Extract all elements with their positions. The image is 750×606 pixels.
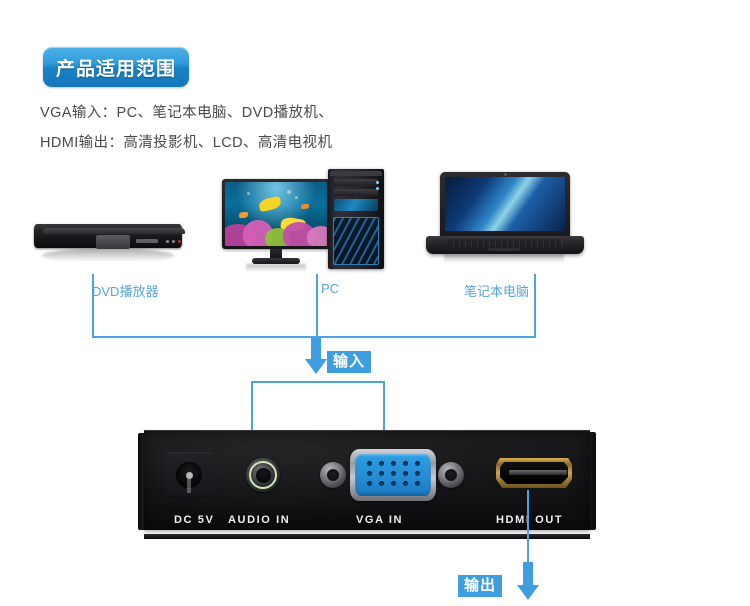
desktop-computer-image	[216, 163, 394, 275]
audio-jack-icon	[246, 458, 280, 492]
monitor-screen	[225, 182, 327, 246]
laptop-touchpad	[488, 248, 520, 251]
dvd-brand-mark	[136, 239, 158, 243]
output-tag: 输出	[458, 575, 503, 598]
fish-graphic	[301, 204, 309, 209]
monitor-stand-base	[252, 258, 300, 264]
dvd-indicator-lights	[166, 239, 184, 244]
device-label-laptop: 笔记本电脑	[464, 284, 530, 299]
tower-status-lights	[376, 181, 379, 193]
power-jack-hole	[176, 462, 202, 493]
connector-stem-pc	[316, 274, 318, 337]
input-arrow	[305, 338, 327, 374]
power-jack-icon	[166, 452, 212, 498]
dvd-reflection	[42, 249, 174, 262]
device-label-dvd: DVD播放器	[92, 284, 159, 299]
connector-to-audio-in	[251, 381, 253, 467]
tower-front-graphic	[334, 199, 378, 211]
connector-drop-to-input-arrow	[316, 325, 318, 339]
connector-bus-bottom	[251, 381, 384, 383]
audio-jack-hole	[255, 467, 271, 483]
input-arrow-head	[305, 359, 327, 374]
monitor-stand-neck	[270, 249, 282, 259]
tower-drive-bay	[334, 189, 378, 196]
description-line-2: HDMI输出：高清投影机、LCD、高清电视机	[40, 135, 333, 151]
laptop-lid	[440, 172, 570, 238]
vga-pin-row	[355, 481, 431, 486]
vga-pin-row	[355, 471, 431, 476]
output-arrow-head	[517, 585, 539, 600]
vga-port-icon	[350, 449, 436, 501]
connector-bus-top	[92, 336, 536, 338]
device-rear-panel: DC 5V AUDIO IN VGA IN HDMI OUT	[138, 430, 596, 539]
vga-pin-row	[355, 461, 431, 466]
panel-face: DC 5V AUDIO IN VGA IN HDMI OUT	[144, 430, 590, 530]
vga-screw-right	[438, 462, 464, 488]
port-label-dc: DC 5V	[174, 514, 215, 526]
input-tag: 输入	[327, 351, 372, 374]
port-label-audio: AUDIO IN	[228, 514, 291, 526]
webcam-icon	[503, 173, 507, 176]
output-arrow	[517, 562, 539, 602]
dvd-disc-tray	[96, 235, 130, 249]
panel-left-edge	[138, 433, 146, 530]
tower-drive-bay	[334, 179, 378, 186]
laptop-keyboard	[448, 239, 562, 247]
tower-top	[330, 171, 382, 176]
dvd-player-image	[28, 218, 188, 266]
bubble-graphic	[247, 192, 250, 195]
panel-right-edge	[588, 432, 596, 530]
power-jack-slot	[187, 473, 191, 493]
dvd-body	[34, 224, 185, 249]
dvd-top-surface	[43, 228, 185, 234]
laptop-image	[424, 172, 586, 266]
laptop-screen	[445, 177, 565, 231]
connector-to-vga-in	[383, 381, 385, 459]
section-title-badge: 产品适用范围	[43, 47, 189, 87]
port-label-hdmi: HDMI OUT	[496, 514, 564, 526]
hdmi-port-cavity	[500, 462, 568, 484]
power-jack-pin	[185, 471, 193, 479]
vga-screw-left	[320, 462, 346, 488]
fish-graphic	[239, 212, 248, 218]
hdmi-contact-bar	[509, 470, 567, 475]
bubble-graphic	[287, 190, 291, 194]
hdmi-port-icon	[496, 458, 572, 488]
audio-jack-ring	[249, 461, 277, 489]
vga-port-body	[355, 454, 431, 496]
section-title-text: 产品适用范围	[55, 58, 176, 80]
device-label-pc: PC	[321, 281, 340, 296]
description-line-1: VGA输入：PC、笔记本电脑、DVD播放机、	[40, 105, 334, 121]
port-label-vga: VGA IN	[356, 514, 404, 526]
fish-graphic	[257, 195, 283, 213]
panel-bottom-edge	[144, 534, 590, 539]
pc-tower	[328, 169, 384, 269]
connector-from-hdmi-out	[527, 490, 529, 563]
laptop-reflection	[444, 254, 564, 263]
output-arrow-shaft	[523, 562, 533, 586]
monitor-frame	[222, 179, 330, 249]
tower-lit-panel	[333, 217, 379, 265]
monitor-reflection	[246, 264, 306, 272]
laptop-base	[426, 236, 584, 254]
input-arrow-shaft	[311, 338, 321, 360]
connector-stem-dvd	[92, 274, 94, 337]
coral-graphic	[307, 226, 327, 246]
connector-stem-laptop	[534, 274, 536, 337]
bubble-graphic	[295, 196, 298, 199]
